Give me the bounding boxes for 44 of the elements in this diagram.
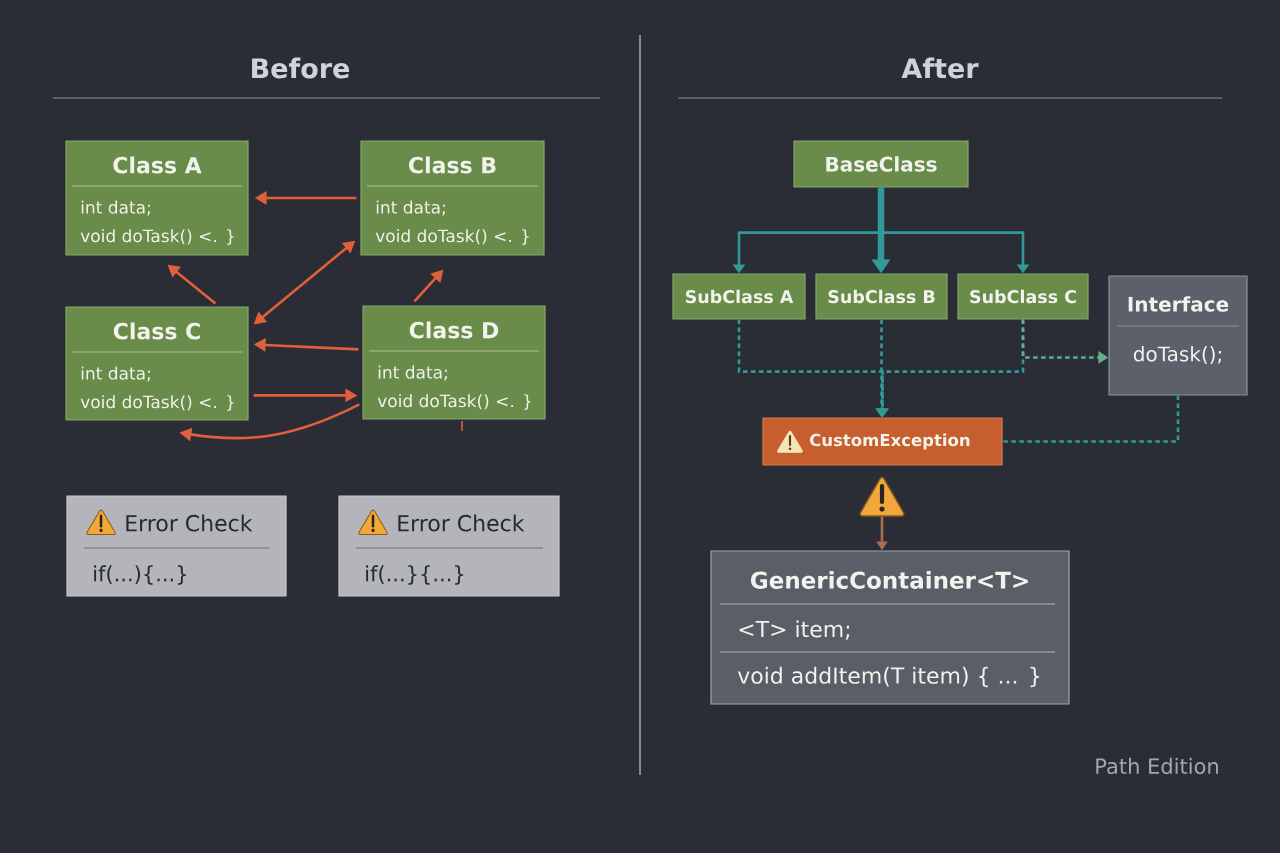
class-name: SubClass B (828, 289, 935, 304)
interface-box (1108, 275, 1248, 396)
class-box (815, 273, 948, 320)
class-name: Class D (409, 321, 499, 339)
class-name: BaseClass (826, 156, 937, 172)
exception-name: CustomException (810, 433, 970, 450)
member-text: int data; (376, 200, 445, 216)
member-text: void addItem(T item) { ... } (737, 666, 1040, 688)
method-text: doTask(); (1133, 346, 1221, 364)
class-name: SubClass C (970, 289, 1076, 304)
warning-sign (859, 476, 905, 517)
exception-box (762, 417, 1003, 466)
member-text: void doTask() <. } (80, 395, 234, 411)
footer-text: Path Edition (1096, 757, 1218, 775)
dashed-line (1002, 395, 1180, 443)
member-text: int data; (81, 366, 150, 382)
member-text: int data; (378, 365, 447, 381)
error-check-panel (338, 495, 560, 597)
class-box (793, 140, 969, 188)
class-name: Class A (113, 156, 202, 174)
interface-name: Interface (1128, 296, 1229, 312)
class-name: SubClass A (685, 289, 794, 304)
class-name: Class B (409, 156, 496, 174)
class-name: Class C (113, 322, 200, 340)
class-box (65, 306, 249, 421)
class-box (672, 273, 806, 320)
error-check-panel (66, 495, 287, 597)
class-box (360, 140, 545, 256)
panel-title: Error Check (126, 514, 253, 532)
member-text: void doTask() <. } (80, 229, 234, 245)
code-text: if(...}{...} (366, 565, 464, 585)
class-box (65, 140, 249, 256)
section-heading: After (901, 57, 979, 79)
panel-title: Error Check (398, 514, 525, 532)
member-text: <T> item; (739, 620, 850, 640)
class-box (362, 305, 546, 420)
class-name: GenericContainer<T> (751, 571, 1028, 589)
class-box (957, 273, 1089, 320)
member-text: void doTask() <. } (375, 229, 529, 245)
section-heading: Before (252, 57, 350, 79)
member-text: int data; (81, 200, 150, 216)
member-text: void doTask() <. } (377, 394, 531, 410)
code-text: if(...){...} (94, 565, 186, 585)
class-box (710, 550, 1070, 705)
